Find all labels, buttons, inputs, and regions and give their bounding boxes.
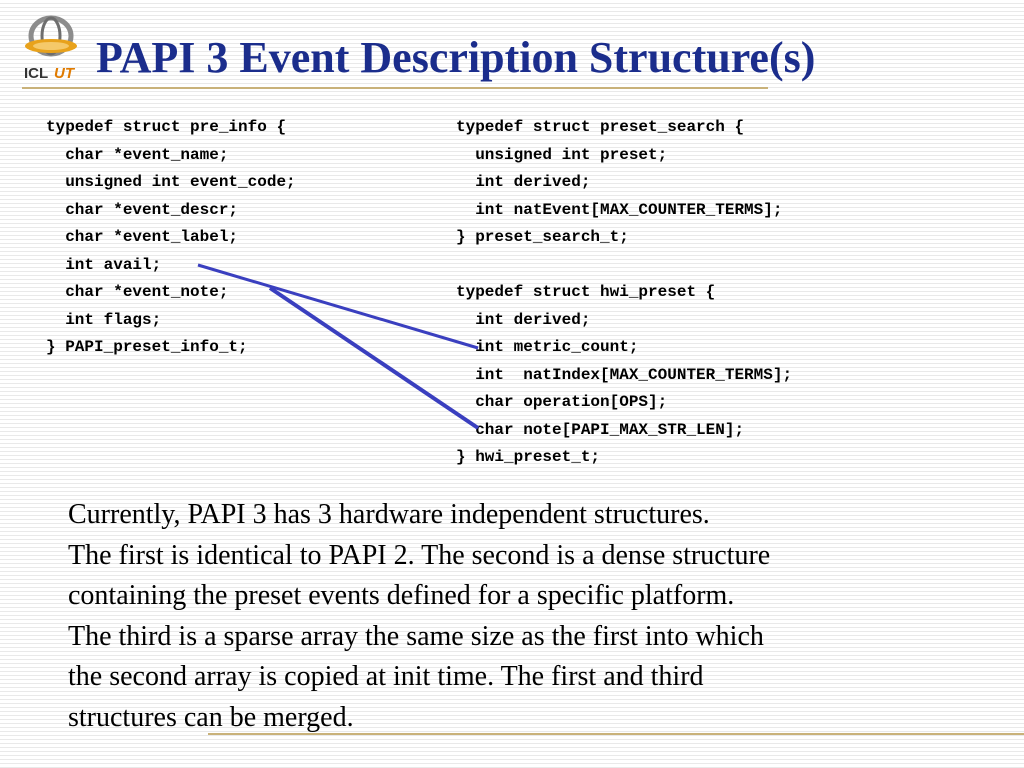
footer-divider — [208, 733, 1024, 735]
slide-title: PAPI 3 Event Description Structure(s) — [96, 33, 816, 82]
body-line: the second array is copied at init time.… — [68, 661, 704, 692]
code-line: int natIndex[MAX_COUNTER_TERMS]; — [456, 365, 793, 384]
body-line: containing the preset events defined for… — [68, 580, 735, 611]
code-line: unsigned int preset; — [456, 145, 668, 164]
code-line: int derived; — [456, 310, 591, 329]
code-line: } PAPI_preset_info_t; — [46, 338, 248, 356]
code-line: int derived; — [456, 173, 591, 191]
body-line: The first is identical to PAPI 2. The se… — [68, 539, 771, 571]
slide-body-text: Currently, PAPI 3 has 3 hardware indepen… — [68, 495, 968, 738]
code-line: int avail; — [46, 255, 162, 274]
code-line: char *event_descr; — [46, 200, 239, 219]
code-line: char *event_note; — [46, 283, 229, 301]
body-line: The third is a sparse array the same siz… — [68, 620, 764, 652]
svg-text:UT: UT — [54, 65, 76, 82]
code-line: int natEvent[MAX_COUNTER_TERMS]; — [456, 200, 783, 219]
code-line: typedef struct pre_info { — [46, 118, 287, 136]
code-line: unsigned int event_code; — [46, 173, 296, 191]
body-line: Currently, PAPI 3 has 3 hardware indepen… — [68, 499, 710, 530]
title-divider — [22, 87, 768, 89]
code-block-pre-info: typedef struct pre_info { char *event_na… — [46, 114, 296, 362]
code-line: char note[PAPI_MAX_STR_LEN]; — [456, 420, 745, 439]
code-line: char *event_name; — [46, 145, 229, 164]
code-line: int flags; — [46, 310, 162, 329]
svg-text:ICL: ICL — [24, 65, 48, 82]
code-line: int metric_count; — [456, 338, 639, 356]
code-line — [456, 252, 792, 280]
icl-ut-logo: ICL UT — [24, 15, 77, 82]
code-line: typedef struct preset_search { — [456, 118, 745, 136]
code-line: typedef struct hwi_preset { — [456, 283, 716, 301]
body-line: structures can be merged. — [68, 701, 354, 733]
code-line: char operation[OPS]; — [456, 393, 668, 411]
code-line: char *event_label; — [46, 228, 239, 246]
code-block-preset-structs: typedef struct preset_search { unsigned … — [456, 114, 792, 472]
code-line: } hwi_preset_t; — [456, 448, 601, 466]
code-line: } preset_search_t; — [456, 228, 629, 246]
